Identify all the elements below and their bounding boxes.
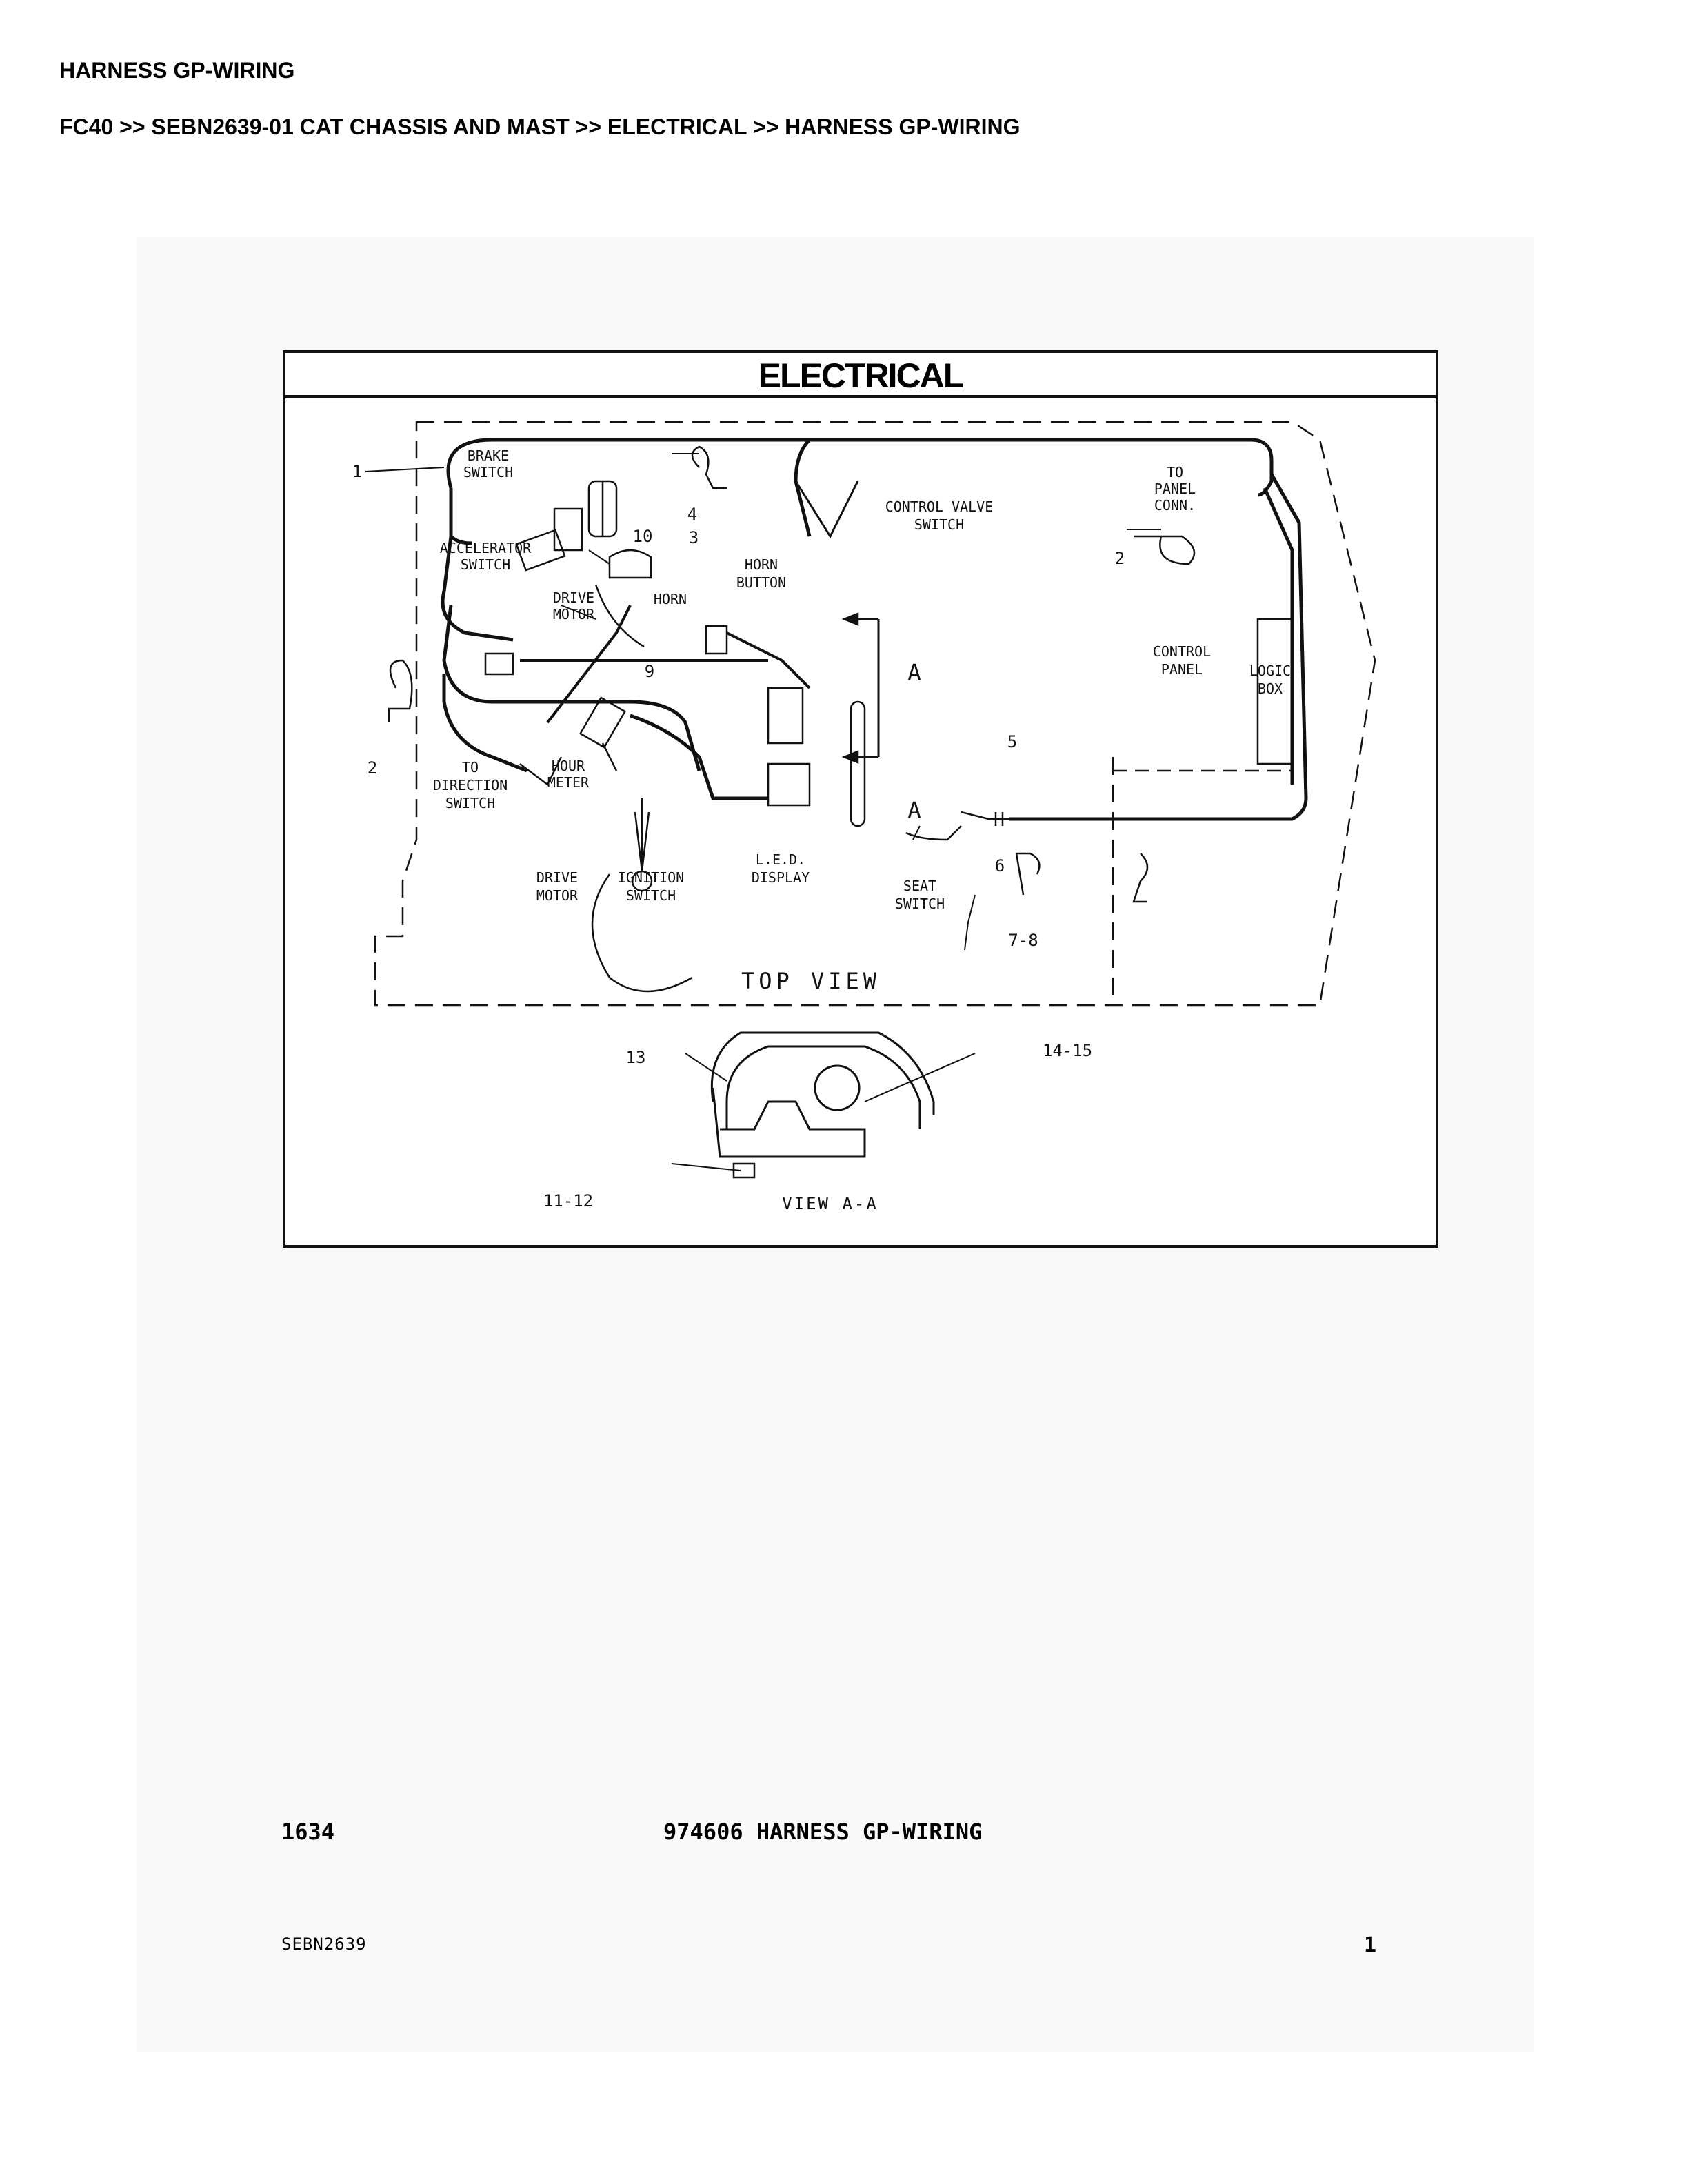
label-horn-button-l1: HORN: [745, 556, 778, 573]
harness-right-run: [1009, 473, 1308, 821]
label-to-direction-switch-l3: SWITCH: [445, 795, 495, 811]
breadcrumb[interactable]: FC40 >> SEBN2639-01 CAT CHASSIS AND MAST…: [59, 114, 1021, 139]
callout-1: 1: [352, 462, 362, 481]
callout-14-15: 14-15: [1043, 1041, 1092, 1060]
label-drive-motor-upper-l2: MOTOR: [553, 606, 595, 623]
label-led-display-l1: L.E.D.: [756, 851, 805, 868]
footer-page-number: 1634: [281, 1819, 335, 1845]
footer-sheet-number: 1: [1364, 1933, 1377, 1957]
label-control-valve-switch-l1: CONTROL VALVE: [885, 498, 994, 515]
label-accelerator-switch-l2: SWITCH: [461, 556, 510, 573]
callout-10: 10: [633, 527, 653, 546]
label-section-a-lower: A: [907, 797, 921, 823]
footer-caption: 974606 HARNESS GP-WIRING: [663, 1819, 983, 1845]
label-drive-motor-lower-l2: MOTOR: [536, 887, 579, 904]
callout-4: 4: [687, 505, 697, 524]
label-brake-switch-l2: SWITCH: [463, 464, 513, 481]
label-accelerator-switch-l1: ACCELERATOR: [440, 540, 532, 556]
view-aa-outline: [710, 1031, 935, 1115]
label-seat-switch-l2: SWITCH: [895, 896, 945, 912]
label-ignition-switch-l1: IGNITION: [618, 869, 684, 886]
label-hour-meter-l2: METER: [547, 774, 590, 791]
label-to-panel-conn-l3: CONN.: [1154, 497, 1196, 514]
label-view-aa: VIEW A-A: [782, 1194, 878, 1213]
callout-11-12: 11-12: [543, 1191, 593, 1211]
main-harness: [446, 438, 1274, 497]
label-top-view: TOP VIEW: [741, 968, 881, 994]
callout-3: 3: [689, 528, 699, 547]
callout-13: 13: [626, 1048, 646, 1067]
label-ignition-switch-l2: SWITCH: [626, 887, 676, 904]
label-to-direction-switch-l1: TO: [462, 759, 479, 776]
figure-header: ELECTRICAL: [285, 353, 1436, 398]
wiring-diagram: BRAKE SWITCH ACCELERATOR SWITCH DRIVE MO…: [352, 421, 1376, 1213]
document-title: HARNESS GP-WIRING: [59, 58, 295, 83]
callout-5: 5: [1007, 732, 1017, 751]
label-brake-switch-l1: BRAKE: [468, 447, 509, 464]
callout-7-8: 7-8: [1008, 931, 1038, 950]
label-horn-button-l2: BUTTON: [736, 574, 786, 591]
label-control-panel-l1: CONTROL: [1153, 643, 1211, 660]
callout-6: 6: [995, 856, 1005, 876]
footer-document-id: SEBN2639: [281, 1934, 367, 1954]
leader-line: [365, 467, 445, 472]
label-control-panel-l2: PANEL: [1161, 661, 1203, 678]
callout-9: 9: [645, 662, 654, 681]
label-to-panel-conn-l2: PANEL: [1154, 481, 1196, 497]
figure-header-title: ELECTRICAL: [758, 356, 965, 395]
label-drive-motor-lower-l1: DRIVE: [536, 869, 578, 886]
label-logic-box-l2: BOX: [1258, 680, 1283, 697]
label-drive-motor-upper-l1: DRIVE: [553, 589, 594, 606]
label-hour-meter-l1: HOUR: [552, 758, 585, 774]
label-section-a-upper: A: [907, 659, 921, 685]
callout-2-left: 2: [368, 758, 377, 778]
callout-2-right: 2: [1115, 549, 1125, 568]
label-horn: HORN: [654, 591, 687, 607]
label-to-panel-conn-l1: TO: [1167, 464, 1183, 481]
chassis-outline: [374, 421, 1376, 1007]
label-logic-box-l1: LOGIC: [1249, 663, 1291, 679]
label-control-valve-switch-l2: SWITCH: [914, 516, 964, 533]
label-to-direction-switch-l2: DIRECTION: [433, 777, 508, 793]
label-led-display-l2: DISPLAY: [752, 869, 810, 886]
electrical-figure: ELECTRICAL: [283, 350, 1438, 1248]
label-seat-switch-l1: SEAT: [903, 878, 936, 894]
